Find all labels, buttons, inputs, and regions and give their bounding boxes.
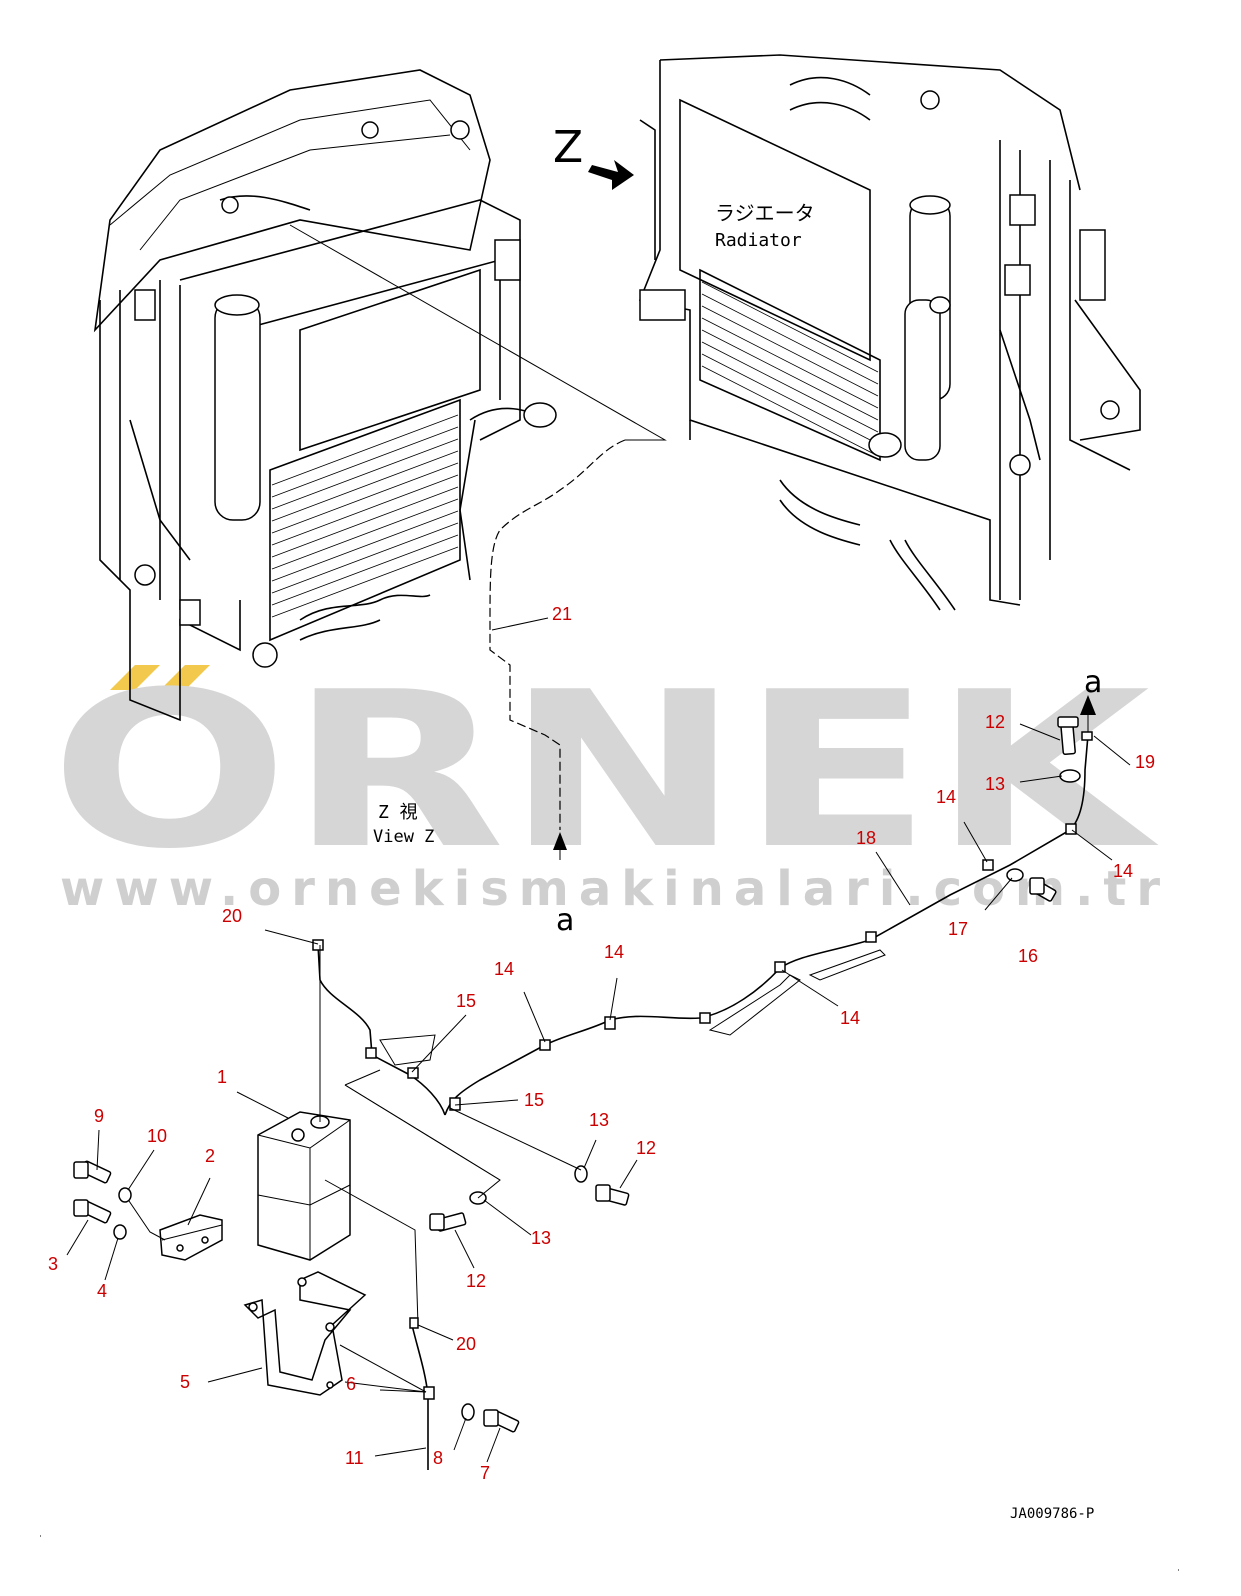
washer-17 [1006,868,1024,882]
callout-19: 19 [1135,752,1155,772]
callouts: 21 12 13 19 14 14 18 17 16 20 14 14 15 1… [48,604,1155,1483]
callout-8: 8 [433,1448,443,1468]
document-id: JA009786-P [1010,1506,1094,1522]
hose-18-route [312,695,1096,1181]
ref-a-bottom: a [556,903,574,938]
watermark-brand: ORNEK [50,645,1160,896]
callout-14-c: 14 [494,959,514,979]
clamp-6 [423,1386,435,1400]
callout-14-d: 14 [604,942,624,962]
arrow-up-icon-top [1080,695,1096,715]
bolt-16 [1029,877,1057,902]
callout-3: 3 [48,1254,58,1274]
bolt-3 [73,1199,112,1224]
hose-21-route [289,224,667,860]
z-view-arrow-icon [588,160,634,190]
callout-14-e: 14 [840,1008,860,1028]
washer-10 [118,1187,132,1203]
bracket-5 [243,1271,367,1396]
bolt-12-top [1057,716,1079,756]
callout-14-b: 14 [1113,861,1133,881]
callout-13-mid: 13 [531,1228,551,1248]
callout-15-bottom: 15 [524,1090,544,1110]
watermark: ORNEK www.ornekismakinalari.com.tr [50,645,1160,917]
callout-13-right: 13 [589,1110,609,1130]
callout-17: 17 [948,919,968,939]
callout-21: 21 [552,604,572,624]
view-z-en: View Z [373,827,434,847]
callout-4: 4 [97,1281,107,1301]
left-core-fins [271,414,459,618]
callout-13-top: 13 [985,774,1005,794]
callout-10: 10 [147,1126,167,1146]
watermark-accent-left [110,665,160,690]
bolt-9 [73,1160,112,1184]
radiator-label-jp: ラジエータ [715,201,815,225]
radiator-label-en: Radiator [715,230,802,251]
callout-18: 18 [856,828,876,848]
view-z-jp: Z 視 [378,802,418,823]
bolt-12-mid [429,1212,467,1232]
ref-a-top: a [1084,665,1102,700]
callout-12-top: 12 [985,712,1005,732]
bracket-2 [124,1194,223,1261]
callout-20-top: 20 [222,906,242,926]
callout-5: 5 [180,1372,190,1392]
reserve-tank [257,945,419,1326]
arrow-up-icon-bottom [553,832,567,850]
radiator-assembly-right [638,54,1141,611]
callout-2: 2 [205,1146,215,1166]
callout-20-bottom: 20 [456,1334,476,1354]
callout-16: 16 [1018,946,1038,966]
callout-6: 6 [346,1374,356,1394]
callout-7: 7 [480,1463,490,1483]
callout-12-mid: 12 [466,1271,486,1291]
washer-13-top [1059,769,1081,783]
leader-lines [66,617,1131,1463]
watermark-accent-right [160,665,210,690]
washer-4 [113,1224,127,1240]
callout-14-a: 14 [936,787,956,807]
callout-1: 1 [217,1067,227,1087]
callout-11: 11 [345,1448,364,1468]
callout-9: 9 [94,1106,104,1126]
callout-15-top: 15 [456,991,476,1011]
z-view-marker: Z [553,122,583,173]
bolt-12-right [595,1184,630,1206]
washer-13-right [574,1165,588,1183]
washer-8 [461,1403,475,1421]
right-core-fins [701,281,879,457]
radiator-assembly-left [93,69,557,722]
bolt-7 [483,1409,520,1433]
callout-12-right: 12 [636,1138,656,1158]
